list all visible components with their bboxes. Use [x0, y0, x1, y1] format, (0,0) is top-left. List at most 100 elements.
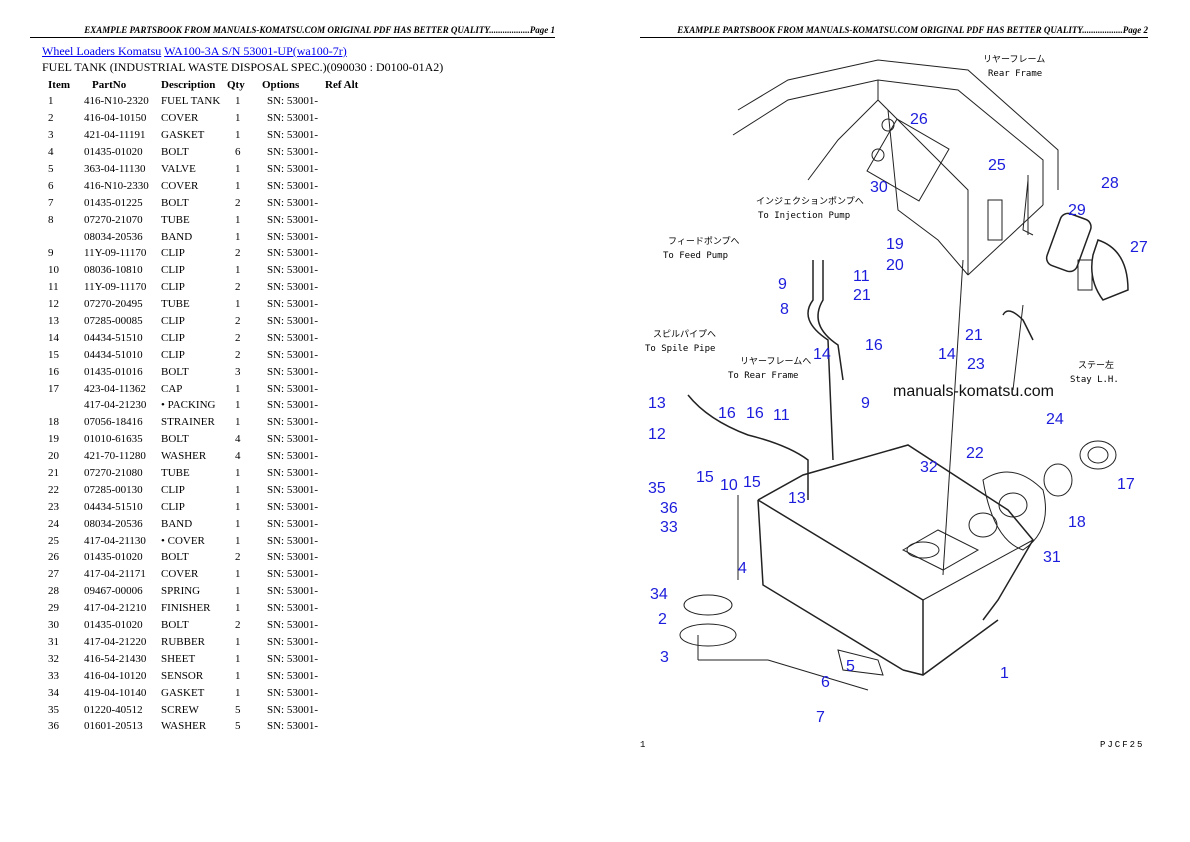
rear-frame-drawing	[732, 59, 1059, 276]
callout-number: 32	[920, 459, 938, 476]
qty-cell: 2	[235, 348, 241, 361]
label-stay-jp: ステー左	[1078, 359, 1114, 371]
callout-number: 18	[1068, 514, 1086, 531]
callout-number: 27	[1130, 239, 1148, 256]
refalt-cell	[322, 465, 362, 482]
qty-cell: 1	[235, 112, 241, 125]
qty-cell: 1	[235, 517, 241, 530]
callout-number: 8	[780, 301, 789, 318]
options-cell: SN: 53001-	[267, 635, 319, 648]
qty-cell: 2	[235, 315, 241, 328]
qty-cell: 1	[235, 416, 241, 429]
item-cell: 3	[48, 129, 54, 142]
description-cell: BAND	[161, 230, 193, 243]
refalt-cell	[322, 515, 362, 532]
breadcrumb-link-model[interactable]: WA100-3A S/N 53001-UP(wa100-7r)	[164, 44, 347, 58]
refalt-cell	[322, 177, 362, 194]
callout-number: 21	[853, 287, 871, 304]
partno-cell: 416-N10-2320	[84, 95, 149, 108]
description-cell: BOLT	[161, 619, 189, 632]
options-cell: SN: 53001-	[267, 281, 319, 294]
partno-cell: 416-N10-2330	[84, 179, 149, 192]
partno-cell: 04434-51010	[84, 348, 143, 361]
item-cell: 13	[48, 315, 59, 328]
refalt-cell	[322, 110, 362, 127]
item-cell: 21	[48, 467, 59, 480]
breadcrumb-link-category[interactable]: Wheel Loaders Komatsu	[42, 44, 162, 58]
refalt-cell	[322, 346, 362, 363]
partno-cell: 417-04-21171	[84, 568, 146, 581]
qty-cell: 1	[235, 230, 241, 243]
qty-cell: 2	[235, 331, 241, 344]
options-cell: SN: 53001-	[267, 365, 319, 378]
refalt-cell	[322, 397, 362, 414]
refalt-cell	[322, 583, 362, 600]
options-cell: SN: 53001-	[267, 500, 319, 513]
partno-cell: 11Y-09-11170	[84, 281, 147, 294]
options-cell: SN: 53001-	[267, 112, 319, 125]
description-cell: CLIP	[161, 281, 185, 294]
item-cell: 23	[48, 500, 59, 513]
column-header-partno: PartNo	[92, 78, 127, 91]
partno-cell: 421-04-11191	[84, 129, 146, 142]
options-cell: SN: 53001-	[267, 264, 319, 277]
qty-cell: 4	[235, 450, 241, 463]
item-cell: 5	[48, 163, 54, 175]
item-cell: 19	[48, 433, 59, 446]
qty-cell: 2	[235, 551, 241, 564]
description-cell: SCREW	[161, 703, 199, 716]
options-cell: SN: 53001-	[267, 686, 319, 699]
item-cell: 31	[48, 635, 59, 648]
options-cell: SN: 53001-	[267, 669, 319, 682]
description-cell: BOLT	[161, 146, 189, 159]
callout-number: 21	[965, 327, 983, 344]
item-cell: 16	[48, 365, 59, 378]
description-cell: FUEL TANK	[161, 95, 221, 108]
partno-cell: 01435-01020	[84, 146, 143, 159]
qty-cell: 3	[235, 365, 241, 378]
tube-drawing	[679, 259, 1034, 691]
item-cell: 6	[48, 179, 54, 192]
callout-number: 15	[743, 474, 761, 491]
header-rule-left	[30, 37, 555, 38]
item-cell: 26	[48, 551, 59, 564]
description-cell: BOLT	[161, 365, 189, 378]
partno-cell: 08036-10810	[84, 264, 143, 277]
refalt-cell	[322, 380, 362, 397]
partno-cell: 09467-00006	[84, 585, 143, 598]
partno-cell: 416-54-21430	[84, 652, 147, 665]
refalt-cell	[322, 684, 362, 701]
qty-cell: 1	[235, 585, 241, 598]
description-cell: CAP	[161, 382, 183, 395]
item-cell: 14	[48, 331, 59, 344]
callout-number: 14	[938, 346, 956, 363]
refalt-cell	[322, 144, 362, 161]
partno-cell: 04434-51510	[84, 500, 143, 513]
callout-number: 17	[1117, 476, 1135, 493]
partno-cell: 07056-18416	[84, 416, 143, 429]
partno-cell: 07285-00085	[84, 315, 143, 328]
partno-cell: 01010-61635	[84, 433, 143, 446]
callout-number: 23	[967, 356, 985, 373]
description-cell: RUBBER	[161, 635, 206, 648]
description-cell: COVER	[161, 179, 199, 192]
qty-cell: 5	[235, 703, 241, 716]
label-injection-jp: インジェクションポンプへ	[756, 196, 864, 207]
callout-number: 15	[696, 469, 714, 486]
partno-cell: 01435-01020	[84, 551, 143, 564]
options-cell: SN: 53001-	[267, 416, 319, 429]
partno-cell: 363-04-11130	[84, 163, 146, 175]
